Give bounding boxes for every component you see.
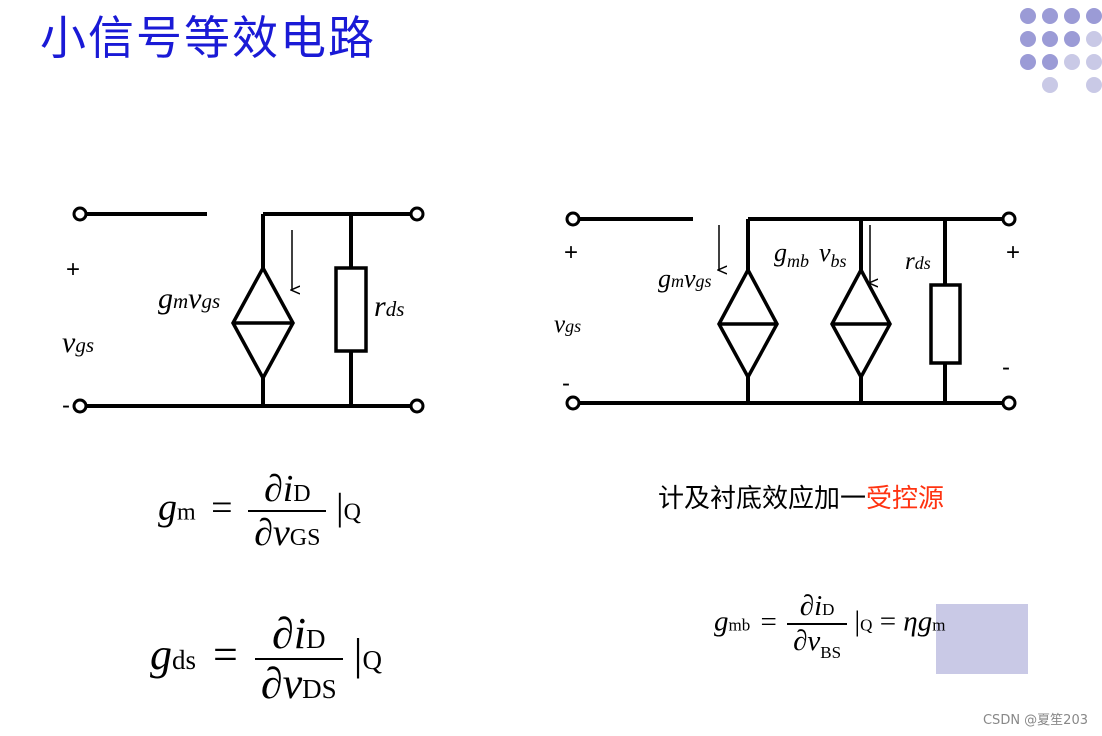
body-effect-note: 计及衬底效应加一受控源 [658, 484, 945, 514]
rds-label: rds [374, 290, 405, 323]
plus-sign-left: + [564, 239, 579, 266]
equation-gmb: gmb = ∂iD ∂vBS |Q = ηgm [714, 590, 946, 662]
decor-dot [1042, 8, 1058, 24]
left-circuit [72, 206, 425, 414]
terminal-left-top [72, 206, 88, 222]
vgs-label: vgs [62, 326, 95, 359]
terminal-right-top [1001, 211, 1017, 227]
decor-dot [1086, 31, 1102, 47]
decor-dot [1086, 77, 1102, 93]
decor-dot [1042, 31, 1058, 47]
decor-dot [1086, 54, 1102, 70]
decor-dot [1020, 8, 1036, 24]
decor-dot [1064, 54, 1080, 70]
terminal-left-top [565, 211, 581, 227]
fraction: ∂iD ∂vDS [254, 612, 343, 706]
decor-dot [1042, 54, 1058, 70]
decor-dot-grid [1014, 0, 1102, 100]
page-title: 小信号等效电路 [40, 11, 376, 65]
equation-gds: gds = ∂iD ∂vDS |Q [150, 609, 382, 708]
minus-sign-right: - [1002, 354, 1010, 381]
minus-sign: - [62, 392, 70, 419]
vgs-label: vgs [554, 311, 582, 338]
resistor-rds [334, 266, 368, 353]
terminal-right-bottom [1001, 395, 1017, 411]
decor-dot [1064, 31, 1080, 47]
gm-vgs-label: gmvgs [158, 282, 221, 315]
terminal-left-bottom [72, 398, 88, 414]
decor-dot [1020, 31, 1036, 47]
gm-vgs-label: gmvgs [658, 264, 712, 293]
equation-gm: gm = ∂iD ∂vGS |Q [158, 468, 361, 554]
decor-dot [1042, 77, 1058, 93]
decor-dot [1020, 54, 1036, 70]
minus-sign-left: - [562, 370, 570, 397]
terminal-left-bottom [565, 395, 581, 411]
highlight-text: 受控源 [866, 484, 945, 514]
terminal-right-bottom [409, 398, 425, 414]
terminal-right-top [409, 206, 425, 222]
plus-sign: + [66, 256, 81, 283]
highlight-box [936, 604, 1028, 674]
fraction: ∂iD ∂vGS [248, 470, 327, 552]
rds-label: rds [905, 248, 931, 275]
watermark: CSDN @夏笙203 [982, 713, 1088, 728]
decor-dot [1086, 8, 1102, 24]
resistor-rds [929, 283, 962, 365]
fraction: ∂iD ∂vBS [787, 592, 848, 661]
decor-dot [1064, 8, 1080, 24]
plus-sign-right: + [1006, 239, 1021, 266]
right-circuit [565, 211, 1017, 411]
